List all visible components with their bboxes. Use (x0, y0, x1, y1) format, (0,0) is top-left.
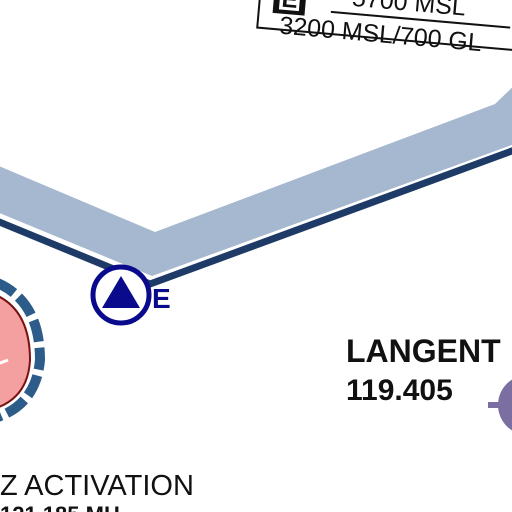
airport-label[interactable]: LANGENT 119.405 (346, 333, 501, 407)
airway-corridor-edge (0, 147, 512, 288)
restricted-activation-frequency: 121.185 MH (0, 502, 120, 512)
airway-corridor (0, 87, 512, 288)
waypoint[interactable]: E (90, 264, 171, 326)
airport-frequency: 119.405 (346, 374, 453, 407)
triangle-in-circle-icon (102, 276, 140, 308)
restricted-area-info: Z ACTIVATION 121.185 MH (0, 470, 194, 512)
airport-name: LANGENT (346, 333, 501, 369)
restricted-area-fill (0, 296, 32, 408)
airport-circle-icon (498, 379, 512, 431)
airport-tick-icon (488, 402, 502, 408)
restricted-area[interactable] (0, 278, 46, 422)
restricted-area-dashed-boundary (0, 278, 46, 422)
airspace-divider-line (330, 10, 511, 29)
restricted-activation-text: Z ACTIVATION (0, 470, 194, 502)
airspace-class-letter: E (281, 0, 299, 14)
airport-symbol[interactable] (488, 375, 512, 435)
airspace-label-box: E 5700 MSL 3200 MSL/700 GL (256, 0, 512, 57)
airspace-class-badge-inner (278, 0, 301, 12)
airspace-label-frame (256, 0, 512, 54)
waypoint-label: E (152, 283, 171, 314)
restricted-area-inner-line (0, 358, 9, 365)
airway-corridor-band (0, 87, 512, 276)
